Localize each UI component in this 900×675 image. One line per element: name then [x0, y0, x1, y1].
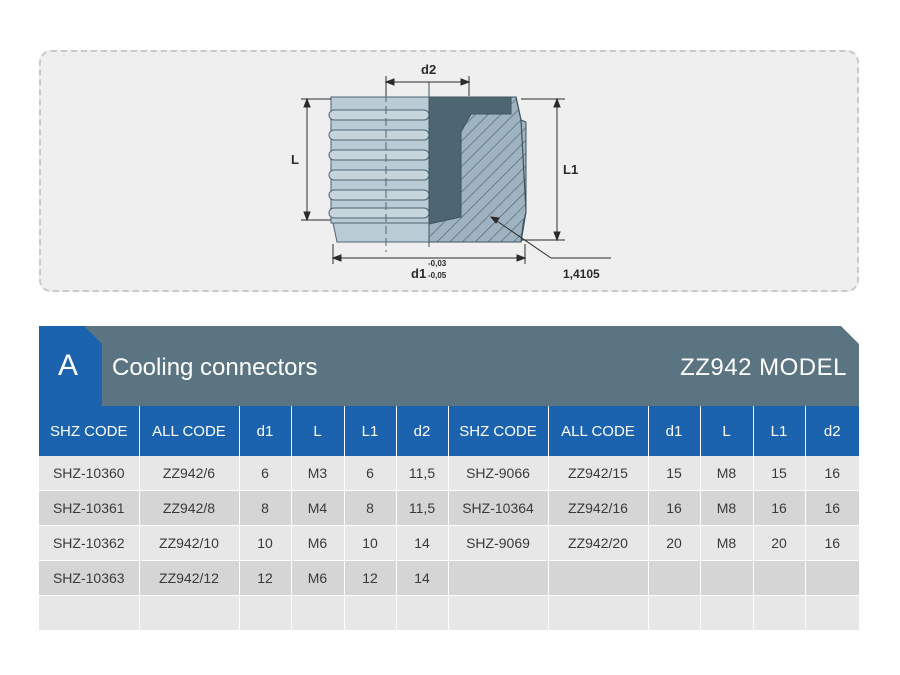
table-cell: SHZ-10363 — [39, 560, 139, 596]
table-cell: 8 — [343, 490, 396, 526]
table-cell: 10 — [238, 525, 291, 561]
table-row: SHZ-10361 ZZ942/8 8 M4 8 11,5 SHZ-10364 … — [39, 490, 859, 526]
table-cell — [447, 595, 548, 631]
model-name: ZZ942 MODEL — [680, 354, 847, 381]
table-row: SHZ-10360 ZZ942/6 6 M3 6 11,5 SHZ-9066 Z… — [39, 456, 859, 491]
table-cell: 20 — [752, 525, 805, 561]
section-letter: A — [57, 349, 78, 382]
table-cell: M6 — [290, 560, 344, 596]
table-cell — [699, 595, 753, 631]
table-cell: SHZ-10360 — [39, 456, 139, 491]
dimension-lines — [301, 76, 611, 264]
table-cell — [343, 595, 396, 631]
table-cell: 11,5 — [395, 490, 448, 526]
table-cell — [699, 560, 753, 596]
table-cell: 10 — [343, 525, 396, 561]
table-cell: M8 — [699, 456, 753, 491]
table-cell: 11,5 — [395, 456, 448, 491]
table-row — [39, 595, 859, 631]
technical-drawing-panel: d2 L L1 d1 -0,03 -0,05 1,4105 — [39, 50, 859, 292]
material-code-label: 1,4105 — [563, 267, 600, 281]
table-cell: SHZ-10362 — [39, 525, 139, 561]
table-cell: ZZ942/16 — [547, 490, 648, 526]
d1-label: d1 — [411, 266, 426, 281]
column-header: L — [290, 406, 344, 456]
column-header: L1 — [752, 406, 805, 456]
column-header: ALL CODE — [547, 406, 648, 456]
table-cell: M8 — [699, 525, 753, 561]
table-cell — [138, 595, 239, 631]
table-cell: ZZ942/12 — [138, 560, 239, 596]
table-cell: ZZ942/8 — [138, 490, 239, 526]
table-cell: 16 — [804, 456, 859, 491]
table-cell: 6 — [238, 456, 291, 491]
table-header-row: SHZ CODE ALL CODE d1 L L1 d2 SHZ CODE AL… — [39, 406, 859, 456]
table-cell: M4 — [290, 490, 344, 526]
table-cell: 16 — [752, 490, 805, 526]
table-cell — [804, 595, 859, 631]
column-header: L — [699, 406, 753, 456]
column-header: L1 — [343, 406, 396, 456]
table-cell: 15 — [752, 456, 805, 491]
table-cell: 16 — [647, 490, 700, 526]
section-header: A Cooling connectors ZZ942 MODEL — [39, 326, 859, 406]
table-cell: SHZ-10364 — [447, 490, 548, 526]
table-cell — [804, 560, 859, 596]
table-cell: SHZ-9066 — [447, 456, 548, 491]
table-cell: SHZ-9069 — [447, 525, 548, 561]
table-cell — [752, 595, 805, 631]
d2-label: d2 — [421, 62, 436, 77]
table-row: SHZ-10363 ZZ942/12 12 M6 12 14 — [39, 560, 859, 596]
table-cell: 16 — [804, 525, 859, 561]
connector-drawing: d2 L L1 d1 -0,03 -0,05 1,4105 — [291, 62, 611, 281]
table-cell: ZZ942/15 — [547, 456, 648, 491]
column-header: SHZ CODE — [447, 406, 548, 456]
table-cell: 15 — [647, 456, 700, 491]
table-cell — [395, 595, 448, 631]
column-header: ALL CODE — [138, 406, 239, 456]
d1-tolerance-upper: -0,03 — [428, 259, 447, 268]
d1-tolerance-lower: -0,05 — [428, 271, 447, 280]
connector-body — [328, 82, 527, 252]
column-header: SHZ CODE — [39, 406, 139, 456]
l1-label: L1 — [563, 162, 578, 177]
table-cell: 20 — [647, 525, 700, 561]
table-cell: 16 — [804, 490, 859, 526]
column-header: d2 — [804, 406, 859, 456]
table-cell: ZZ942/20 — [547, 525, 648, 561]
table-cell: ZZ942/6 — [138, 456, 239, 491]
table-cell: 8 — [238, 490, 291, 526]
header-shape — [39, 326, 859, 406]
section-title: Cooling connectors — [112, 354, 318, 381]
table-cell: M3 — [290, 456, 344, 491]
table-cell: M8 — [699, 490, 753, 526]
table-cell: 12 — [238, 560, 291, 596]
table-cell — [547, 595, 648, 631]
table-cell — [647, 560, 700, 596]
table-cell: 6 — [343, 456, 396, 491]
table-cell — [238, 595, 291, 631]
table-cell: SHZ-10361 — [39, 490, 139, 526]
table-cell: 14 — [395, 560, 448, 596]
column-header: d1 — [647, 406, 700, 456]
table-cell — [39, 595, 139, 631]
table-cell — [290, 595, 344, 631]
table-cell: 12 — [343, 560, 396, 596]
table-cell — [752, 560, 805, 596]
length-label: L — [291, 152, 299, 167]
table-cell: 14 — [395, 525, 448, 561]
table-cell — [447, 560, 548, 596]
column-header: d1 — [238, 406, 291, 456]
table-cell: M6 — [290, 525, 344, 561]
table-cell: ZZ942/10 — [138, 525, 239, 561]
table-cell — [547, 560, 648, 596]
spec-table: SHZ CODE ALL CODE d1 L L1 d2 SHZ CODE AL… — [39, 406, 859, 631]
column-header: d2 — [395, 406, 448, 456]
table-row: SHZ-10362 ZZ942/10 10 M6 10 14 SHZ-9069 … — [39, 525, 859, 561]
table-cell — [647, 595, 700, 631]
